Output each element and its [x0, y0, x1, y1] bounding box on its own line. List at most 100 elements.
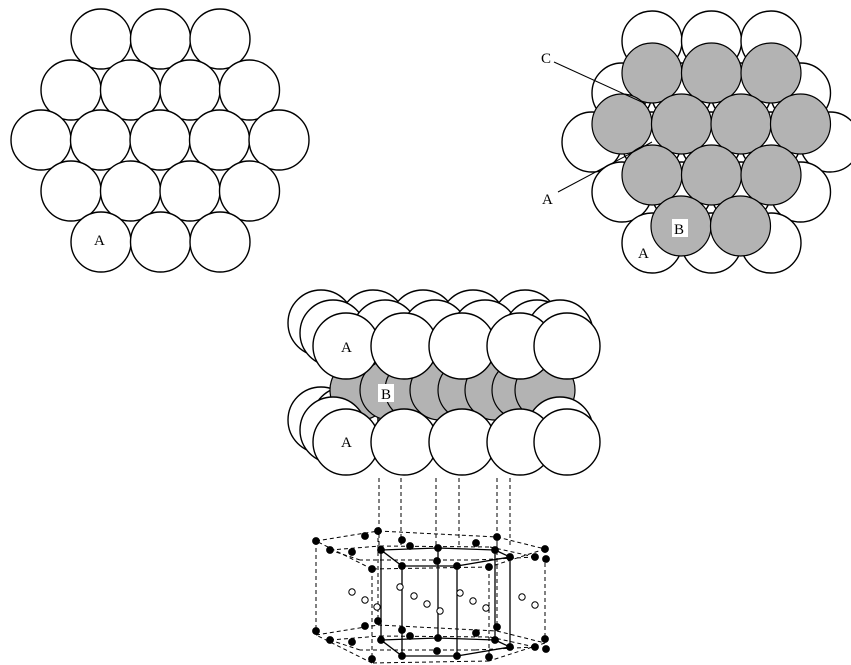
layer-a-atom [129, 211, 192, 273]
lattice-atom-filled [491, 636, 499, 644]
lattice-atom-filled [398, 626, 406, 634]
lattice-atom-filled [326, 546, 334, 554]
lattice-edge [380, 639, 403, 657]
layer-a-atom [70, 8, 132, 70]
lattice-atom-open [469, 597, 477, 605]
lattice-edge [329, 639, 361, 651]
lattice-atom-filled [531, 553, 539, 561]
lattice-edge [371, 660, 490, 664]
layer-a-atom [129, 8, 192, 70]
lattice-atom-filled [406, 542, 414, 550]
lattice-atom-filled [541, 545, 549, 553]
lattice-atom-open [410, 592, 418, 600]
lattice-atom-filled [398, 652, 406, 660]
lattice-edge [377, 530, 498, 538]
lattice-atom-filled [348, 548, 356, 556]
lattice-atom-filled [406, 632, 414, 640]
lattice-edge [496, 630, 546, 644]
label-a-site: A [542, 192, 553, 208]
close-packed-layer-a-panel [10, 8, 310, 273]
lattice-atom-open [531, 601, 539, 609]
hcp-unit-cell-lattice [312, 527, 550, 664]
label-layer-a: A [94, 233, 105, 249]
lattice-edge [380, 549, 403, 567]
lattice-atom-open [396, 583, 404, 591]
layer-a-atom [129, 109, 191, 171]
label-stack-mid-b: B [381, 387, 391, 403]
layer-b-atom [650, 93, 713, 155]
layer-b-atom [709, 195, 772, 257]
lattice-atom-filled [326, 636, 334, 644]
layer-a-atom [189, 8, 251, 70]
lattice-atom-filled [541, 635, 549, 643]
lattice-edge [379, 545, 491, 548]
layer-b-atom [740, 42, 802, 104]
lattice-atom-filled [485, 653, 493, 661]
lattice-atom-filled [377, 546, 385, 554]
layer-b-atom [769, 93, 832, 155]
lattice-edge [496, 536, 546, 550]
layer-b-atom [710, 93, 772, 155]
layer-a-atom [159, 160, 221, 222]
pointer-a-site [557, 141, 653, 193]
lattice-atom-filled [453, 652, 461, 660]
lattice-atom-filled [368, 565, 376, 573]
lattice-edge [456, 646, 511, 657]
stack-top-a-atom [370, 312, 438, 380]
lattice-edge [379, 635, 491, 638]
projection-lines [378, 478, 511, 548]
lattice-atom-filled [531, 643, 539, 651]
layer-a-atom [218, 160, 281, 222]
lattice-atom-open [373, 603, 381, 611]
lattice-atom-filled [506, 643, 514, 651]
lattice-edge [329, 549, 361, 561]
lattice-atom-filled [374, 527, 382, 535]
pointer-c-site [553, 61, 647, 105]
layer-b-atom [740, 144, 802, 206]
lattice-atom-filled [434, 544, 442, 552]
lattice-edge [437, 637, 496, 641]
lattice-atom-filled [377, 636, 385, 644]
layer-a-atom [188, 109, 251, 171]
layer-a-atom [189, 211, 251, 273]
layer-b-atom [621, 42, 683, 104]
label-background [378, 384, 394, 402]
layer-b-atom [680, 144, 743, 206]
layer-b-atom [680, 42, 743, 104]
lattice-atom-filled [453, 562, 461, 570]
lattice-atom-filled [398, 562, 406, 570]
lattice-atom-open [518, 593, 526, 601]
layer-a-atom [40, 160, 102, 222]
lattice-atom-filled [542, 645, 550, 653]
label-stack-bottom-a: A [341, 435, 352, 451]
lattice-atom-filled [361, 622, 369, 630]
lattice-atom-filled [491, 546, 499, 554]
lattice-atom-filled [472, 629, 480, 637]
stack-bottom-a-atom [370, 408, 438, 476]
lattice-atom-filled [368, 655, 376, 663]
lattice-atom-open [423, 600, 431, 608]
stack-top-a-atom [533, 312, 601, 380]
lattice-atom-filled [485, 563, 493, 571]
lattice-edge [329, 545, 381, 551]
layer-a-atom [218, 59, 281, 121]
lattice-atom-filled [434, 634, 442, 642]
layer-a-atom [248, 109, 310, 171]
lattice-atom-open [348, 588, 356, 596]
lattice-atom-open [361, 596, 369, 604]
lattice-atom-filled [472, 539, 480, 547]
layer-b-atom [621, 144, 683, 206]
layer-a-atom [10, 109, 72, 171]
lattice-atom-filled [493, 623, 501, 631]
lattice-atom-filled [433, 557, 441, 565]
label-background [91, 230, 107, 248]
label-c-site: C [541, 51, 551, 67]
lattice-atom-open [436, 607, 444, 615]
lattice-atom-filled [493, 533, 501, 541]
lattice-edge [456, 556, 511, 567]
lattice-atom-filled [433, 647, 441, 655]
lattice-edge [488, 548, 546, 568]
lattice-atom-open [482, 604, 490, 612]
lattice-atom-filled [542, 555, 550, 563]
